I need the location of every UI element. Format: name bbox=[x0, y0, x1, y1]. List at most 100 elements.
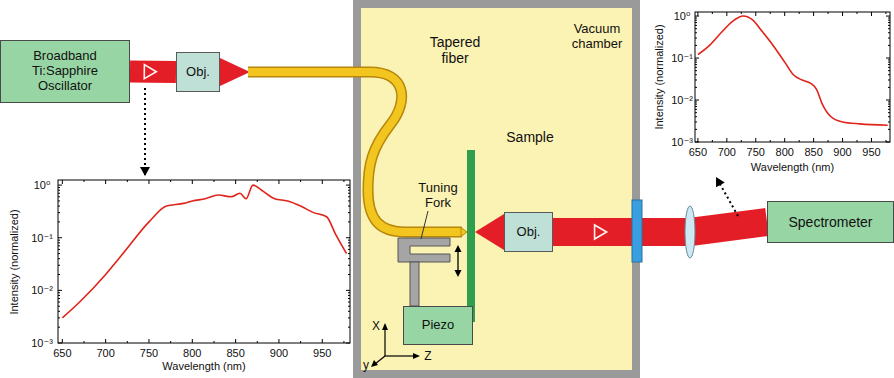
tick-label: 10⁰ bbox=[674, 10, 691, 23]
y-tick bbox=[695, 112, 697, 113]
y-tick bbox=[888, 129, 890, 130]
y-tick bbox=[695, 106, 697, 107]
y-tick bbox=[58, 196, 60, 197]
y-tick bbox=[348, 327, 350, 328]
y-tick bbox=[58, 292, 60, 293]
x-tick bbox=[170, 180, 171, 182]
y-tick bbox=[348, 245, 350, 246]
y-tick bbox=[348, 212, 350, 213]
y-tick bbox=[348, 187, 350, 188]
y-tick bbox=[58, 327, 60, 328]
y-tick bbox=[695, 32, 697, 33]
chamber-wall bbox=[353, 0, 640, 378]
y-tick bbox=[888, 45, 890, 46]
part-label: Tapered fiber bbox=[424, 34, 486, 66]
x-tick bbox=[828, 12, 829, 14]
y-tick bbox=[888, 104, 890, 105]
x-tick bbox=[213, 180, 214, 182]
x-tick bbox=[755, 138, 756, 142]
y-tick bbox=[886, 58, 890, 59]
node-label: Obj. bbox=[186, 65, 210, 80]
y-tick bbox=[888, 112, 890, 113]
x-tick bbox=[213, 341, 214, 343]
x-tick bbox=[755, 12, 756, 16]
y-tick bbox=[58, 187, 60, 188]
y-tick bbox=[888, 87, 890, 88]
tick-label: 650 bbox=[689, 146, 707, 159]
y-tick bbox=[886, 16, 890, 17]
leader-line bbox=[421, 211, 428, 239]
y-tick bbox=[695, 129, 697, 130]
x-tick bbox=[127, 180, 128, 182]
tick-label: 900 bbox=[270, 347, 288, 360]
x-tick bbox=[842, 12, 843, 16]
focus-cone bbox=[220, 58, 250, 86]
spectrum-curve bbox=[698, 16, 888, 125]
beam-arrowhead bbox=[595, 225, 607, 239]
y-tick bbox=[888, 32, 890, 33]
chamber-interior bbox=[361, 8, 632, 370]
collection-cone bbox=[475, 214, 504, 250]
y-tick bbox=[348, 302, 350, 303]
y-tick bbox=[886, 142, 890, 143]
x-tick bbox=[813, 138, 814, 142]
y-tick bbox=[58, 343, 62, 344]
x-tick bbox=[343, 341, 344, 343]
x-tick bbox=[192, 180, 193, 184]
axis-z bbox=[385, 355, 415, 356]
axis-y bbox=[375, 356, 385, 364]
tick-label: 950 bbox=[862, 146, 880, 159]
x-tick bbox=[871, 138, 872, 142]
axis-title: Intensity (normalized) bbox=[653, 24, 666, 129]
y-tick bbox=[695, 17, 697, 18]
tick-label: 950 bbox=[313, 347, 331, 360]
y-tick bbox=[348, 240, 350, 241]
y-tick bbox=[695, 38, 697, 39]
y-tick bbox=[348, 306, 350, 307]
tick-label: 10⁻² bbox=[31, 284, 53, 297]
y-tick bbox=[695, 104, 697, 105]
x-tick bbox=[697, 138, 698, 142]
arrow-head bbox=[382, 323, 388, 330]
y-tick bbox=[695, 59, 697, 60]
x-tick bbox=[148, 180, 149, 184]
node-label: Obj. bbox=[517, 225, 541, 240]
y-tick bbox=[348, 249, 350, 250]
y-tick bbox=[888, 109, 890, 110]
y-tick bbox=[888, 17, 890, 18]
y-tick bbox=[695, 100, 699, 101]
tick-label: 900 bbox=[833, 146, 851, 159]
vacuum-chamber: Vacuum chamberPiezoObj. bbox=[353, 0, 640, 378]
x-tick bbox=[885, 12, 886, 14]
y-tick bbox=[695, 67, 697, 68]
x-tick bbox=[278, 180, 279, 184]
x-tick bbox=[105, 180, 106, 184]
x-tick bbox=[62, 180, 63, 184]
x-tick bbox=[770, 140, 771, 142]
device-box: Spectrometer bbox=[767, 201, 894, 243]
tick-label: 10⁻¹ bbox=[31, 231, 53, 244]
y-tick bbox=[58, 290, 62, 291]
device-box: Broadband Ti:Sapphire Oscillator bbox=[0, 40, 130, 103]
arrow-head bbox=[140, 167, 150, 176]
plot-frame bbox=[58, 180, 350, 343]
y-tick bbox=[58, 306, 60, 307]
x-tick bbox=[726, 138, 727, 142]
objective-lens: Obj. bbox=[504, 212, 553, 252]
x-tick bbox=[192, 339, 193, 343]
y-tick bbox=[346, 185, 350, 186]
y-tick bbox=[695, 58, 699, 59]
spectrum-curve bbox=[62, 185, 346, 318]
y-tick bbox=[695, 16, 699, 17]
x-tick bbox=[257, 341, 258, 343]
x-tick bbox=[257, 180, 258, 182]
y-tick bbox=[695, 101, 697, 102]
tapered-fiber bbox=[248, 72, 462, 232]
y-tick bbox=[695, 25, 697, 26]
x-tick bbox=[741, 12, 742, 14]
y-tick bbox=[58, 295, 60, 296]
x-tick bbox=[828, 140, 829, 142]
arrow-head bbox=[716, 177, 725, 187]
y-tick bbox=[888, 74, 890, 75]
